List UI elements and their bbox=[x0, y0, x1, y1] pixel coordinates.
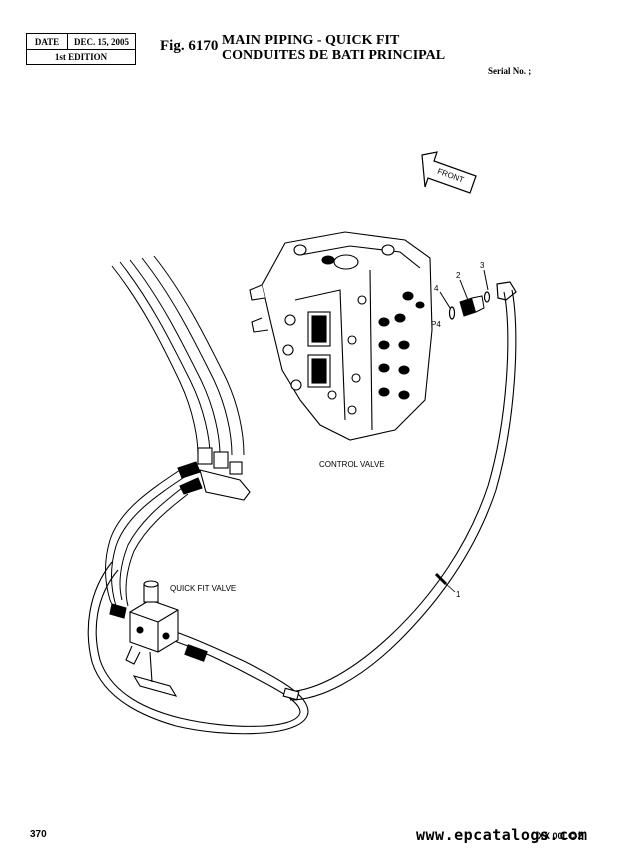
fitting-parts bbox=[439, 269, 517, 320]
callout-1: 1 bbox=[456, 590, 461, 599]
front-arrow-icon: FRONT bbox=[421, 151, 477, 194]
date-edition-box: DATE DEC. 15, 2005 1st EDITION bbox=[26, 33, 136, 65]
control-valve-label: CONTROL VALVE bbox=[319, 460, 385, 469]
callout-1-leader bbox=[445, 583, 456, 593]
title-french: CONDUITES DE BATI PRINCIPAL bbox=[222, 48, 446, 63]
date-label: DATE bbox=[27, 34, 68, 49]
hose-part-1 bbox=[287, 289, 517, 701]
figure-number: Fig. 6170 bbox=[160, 38, 219, 54]
serial-number: Serial No. ; bbox=[488, 66, 532, 76]
callout-2: 2 bbox=[456, 271, 461, 280]
control-valve-body bbox=[249, 231, 433, 441]
callout-3: 3 bbox=[480, 261, 485, 270]
quick-fit-valve-label: QUICK FIT VALVE bbox=[170, 584, 236, 593]
hose-bundle bbox=[111, 255, 245, 456]
callout-4: 4 bbox=[434, 284, 439, 293]
watermark-text: www.epcatalogs.com bbox=[416, 826, 588, 844]
port-label-p4: P4 bbox=[431, 320, 441, 329]
title-english: MAIN PIPING - QUICK FIT bbox=[222, 33, 400, 48]
quick-fit-valve bbox=[109, 580, 179, 697]
hose-lower-loop bbox=[87, 561, 309, 735]
hose-bracket bbox=[177, 447, 251, 501]
page-number: 370 bbox=[30, 829, 47, 840]
date-value: DEC. 15, 2005 bbox=[73, 36, 129, 47]
edition-label: 1st EDITION bbox=[54, 52, 108, 62]
model-code: XX 00LC-2 bbox=[538, 831, 583, 841]
